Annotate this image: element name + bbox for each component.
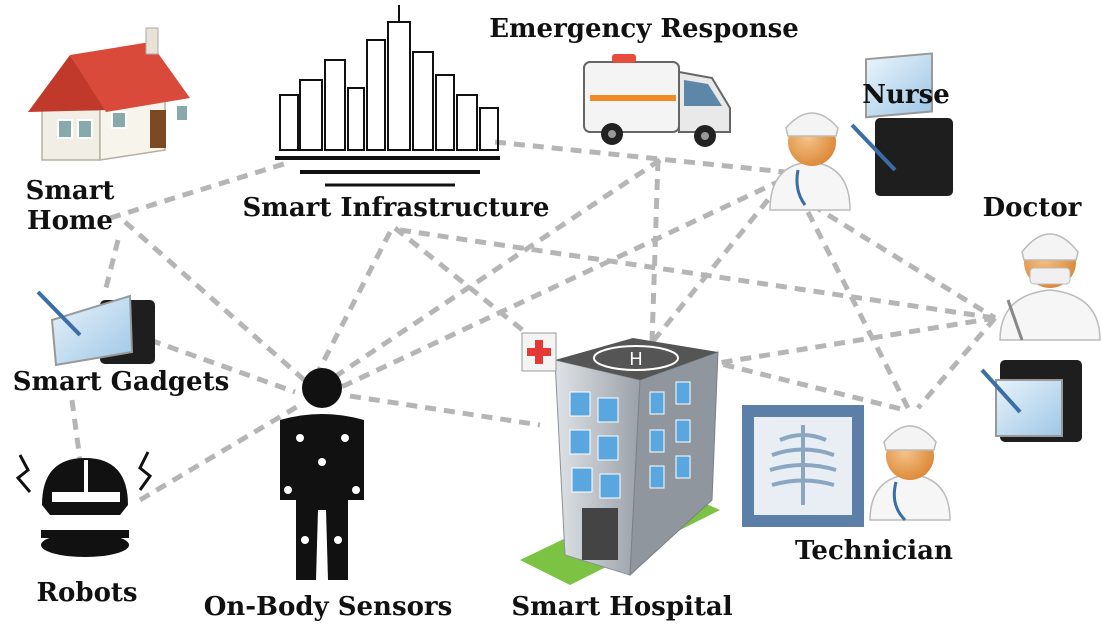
- city-skyline-icon: [275, 5, 500, 187]
- hospital-building-icon: H: [520, 332, 720, 585]
- doctor-label: Doctor: [982, 193, 1082, 223]
- nurse-icon: [769, 112, 851, 211]
- connector-infrastructure-doctor: [399, 227, 996, 321]
- connector-nurse-hospital: [648, 183, 782, 347]
- tablet-icon: [850, 52, 953, 196]
- connector-home-infrastructure: [109, 159, 291, 221]
- smart-home-label: Smart Home: [20, 176, 120, 236]
- connector-home-gadgets: [102, 239, 121, 293]
- robots-label: Robots: [36, 578, 138, 608]
- robot-icon: [15, 451, 153, 557]
- connector-infrastructure-hospital: [393, 226, 552, 354]
- connector-doctor-technician: [916, 316, 997, 410]
- smart-home-label-line-2: Home: [27, 206, 113, 236]
- nurse-label: Nurse: [862, 80, 950, 110]
- connector-ambulance-hospital: [649, 159, 661, 343]
- tablet-icon: [36, 290, 155, 367]
- smart-home-label-line-1: Smart: [25, 176, 115, 206]
- connector-gadgets-sensors: [149, 337, 296, 395]
- helipad-sign: H: [630, 349, 643, 369]
- smart-hospital-label: Smart Hospital: [511, 592, 733, 622]
- connector-doctor-hospital: [711, 315, 996, 367]
- smart-home-icon: [28, 27, 190, 161]
- connector-gadgets-robots: [69, 399, 83, 461]
- connector-robots-sensors: [138, 402, 302, 503]
- connector-nurse-doctor: [810, 202, 997, 321]
- connector-sensors-hospital: [349, 393, 541, 428]
- connection-lines: [69, 139, 997, 503]
- connector-hospital-technician: [704, 357, 906, 413]
- doctor-icon: [999, 233, 1101, 341]
- technician-icon: [869, 425, 951, 522]
- connector-infrastructure-nurse: [494, 139, 786, 175]
- ambulance-icon: [583, 54, 731, 147]
- tablet-icon: [980, 360, 1082, 442]
- emergency-response-label: Emergency Response: [489, 14, 799, 44]
- connector-infrastructure-sensors: [315, 230, 393, 374]
- smart-infrastructure-label: Smart Infrastructure: [242, 193, 550, 223]
- xray-icon: [742, 405, 864, 527]
- smart-gadgets-label: Smart Gadgets: [12, 367, 230, 397]
- connector-home-sensors: [123, 220, 312, 387]
- connector-ambulance-sensors: [328, 157, 662, 383]
- on-body-sensors-label: On-Body Sensors: [203, 592, 453, 622]
- person-with-sensors-icon: [280, 368, 364, 580]
- connector-nurse-technician: [805, 210, 911, 410]
- connector-nurse-sensors: [333, 177, 784, 393]
- technician-label: Technician: [795, 536, 953, 566]
